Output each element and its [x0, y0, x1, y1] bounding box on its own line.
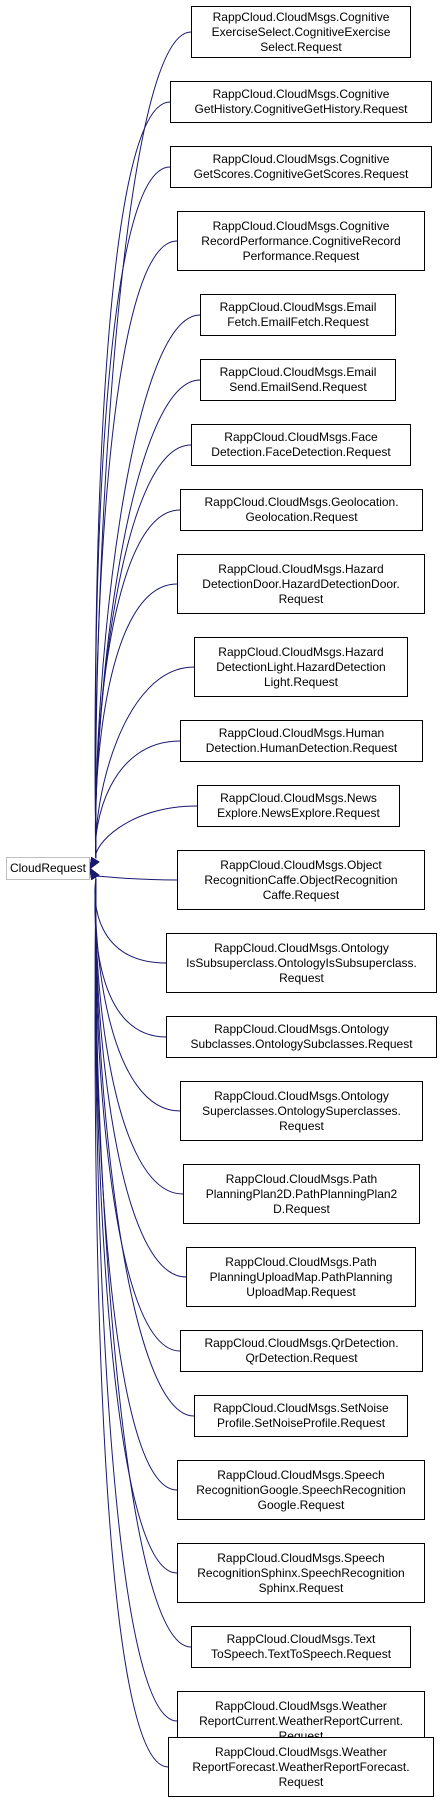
class-node-cognitive-get-scores-request[interactable]: RappCloud.CloudMsgs.Cognitive GetScores.… — [170, 146, 432, 188]
class-node-label: RappCloud.CloudMsgs.Hazard DetectionLigh… — [216, 644, 386, 689]
class-node-label: RappCloud.CloudMsgs.Cognitive GetScores.… — [193, 152, 409, 181]
inheritance-edge — [95, 878, 181, 1112]
class-node-label: RappCloud.CloudMsgs.SetNoise Profile.Set… — [213, 1401, 389, 1430]
inheritance-edge — [94, 878, 169, 1768]
inheritance-arrowhead — [89, 867, 100, 880]
inheritance-edge — [94, 878, 178, 1574]
class-node-label: RappCloud.CloudMsgs.Path PlanningPlan2D.… — [205, 1171, 398, 1216]
class-node-label: RappCloud.CloudMsgs.Cognitive RecordPerf… — [201, 218, 401, 263]
class-node-qr-detection-request[interactable]: RappCloud.CloudMsgs.QrDetection. QrDetec… — [180, 1330, 423, 1372]
inheritance-edge — [94, 509, 181, 859]
class-node-label: RappCloud.CloudMsgs.Cognitive ExerciseSe… — [211, 9, 391, 54]
inheritance-edge — [95, 878, 195, 1417]
class-node-ontology-subclasses-request[interactable]: RappCloud.CloudMsgs.Ontology Subclasses.… — [166, 1016, 437, 1058]
inheritance-edge — [94, 740, 181, 859]
class-node-label: RappCloud.CloudMsgs.Face Detection.FaceD… — [211, 430, 391, 459]
inheritance-edge — [94, 875, 178, 881]
class-node-label: RappCloud.CloudMsgs.Hazard DetectionDoor… — [202, 561, 400, 606]
class-node-label: RappCloud.CloudMsgs.Object RecognitionCa… — [204, 857, 398, 902]
class-node-cognitive-exercise-select-request[interactable]: RappCloud.CloudMsgs.Cognitive ExerciseSe… — [191, 6, 411, 58]
class-node-weather-report-forecast-request[interactable]: RappCloud.CloudMsgs.Weather ReportForeca… — [168, 1737, 434, 1797]
inheritance-edge — [94, 101, 171, 859]
class-node-object-recognition-caffe-request[interactable]: RappCloud.CloudMsgs.Object RecognitionCa… — [177, 850, 425, 910]
inheritance-edge — [94, 583, 178, 859]
class-node-email-send-request[interactable]: RappCloud.CloudMsgs.Email Send.EmailSend… — [200, 359, 396, 401]
class-node-label: RappCloud.CloudMsgs.News Explore.NewsExp… — [217, 791, 380, 820]
class-node-label: RappCloud.CloudMsgs.Cognitive GetHistory… — [194, 87, 408, 116]
inheritance-edge — [94, 240, 178, 859]
class-node-path-planning-upload-map-request[interactable]: RappCloud.CloudMsgs.Path PlanningUploadM… — [186, 1247, 416, 1307]
inheritance-edge — [95, 878, 192, 1648]
class-node-label: RappCloud.CloudMsgs.QrDetection. QrDetec… — [204, 1336, 399, 1365]
class-node-label: RappCloud.CloudMsgs.Human Detection.Huma… — [205, 726, 398, 755]
inheritance-edge — [95, 805, 198, 859]
inheritance-edge — [94, 878, 178, 1722]
inheritance-edge — [94, 878, 167, 964]
class-node-set-noise-profile-request[interactable]: RappCloud.CloudMsgs.SetNoise Profile.Set… — [194, 1395, 408, 1437]
class-node-text-to-speech-request[interactable]: RappCloud.CloudMsgs.Text ToSpeech.TextTo… — [191, 1626, 411, 1668]
class-node-label: RappCloud.CloudMsgs.Email Send.EmailSend… — [219, 365, 377, 394]
class-node-cognitive-record-performance-request[interactable]: RappCloud.CloudMsgs.Cognitive RecordPerf… — [177, 211, 425, 271]
class-node-ontology-is-subsuperclass-request[interactable]: RappCloud.CloudMsgs.Ontology IsSubsuperc… — [166, 933, 437, 993]
class-node-label: RappCloud.CloudMsgs.Ontology Superclasse… — [202, 1088, 401, 1133]
class-node-geolocation-request[interactable]: RappCloud.CloudMsgs.Geolocation. Geoloca… — [180, 489, 423, 531]
class-node-hazard-detection-door-request[interactable]: RappCloud.CloudMsgs.Hazard DetectionDoor… — [177, 554, 425, 614]
class-node-label: RappCloud.CloudMsgs.Email Fetch.EmailFet… — [219, 300, 377, 329]
inheritance-edge — [95, 379, 201, 859]
class-node-face-detection-request[interactable]: RappCloud.CloudMsgs.Face Detection.FaceD… — [191, 424, 411, 466]
class-node-ontology-superclasses-request[interactable]: RappCloud.CloudMsgs.Ontology Superclasse… — [180, 1081, 423, 1141]
class-node-human-detection-request[interactable]: RappCloud.CloudMsgs.Human Detection.Huma… — [180, 720, 423, 762]
class-node-label: RappCloud.CloudMsgs.Ontology IsSubsuperc… — [186, 940, 417, 985]
class-node-label: RappCloud.CloudMsgs.Path PlanningUploadM… — [209, 1254, 393, 1299]
class-node-news-explore-request[interactable]: RappCloud.CloudMsgs.News Explore.NewsExp… — [197, 785, 400, 827]
class-node-label: RappCloud.CloudMsgs.Speech RecognitionSp… — [197, 1550, 405, 1595]
class-node-speech-recognition-sphinx-request[interactable]: RappCloud.CloudMsgs.Speech RecognitionSp… — [177, 1543, 425, 1603]
class-node-cognitive-get-history-request[interactable]: RappCloud.CloudMsgs.Cognitive GetHistory… — [170, 81, 432, 123]
class-node-path-planning-plan2d-request[interactable]: RappCloud.CloudMsgs.Path PlanningPlan2D.… — [183, 1164, 420, 1224]
class-node-label: RappCloud.CloudMsgs.Ontology Subclasses.… — [190, 1022, 413, 1051]
inheritance-edge — [94, 878, 167, 1038]
class-node-label: RappCloud.CloudMsgs.Geolocation. Geoloca… — [204, 495, 399, 524]
class-node-label: RappCloud.CloudMsgs.Speech RecognitionGo… — [196, 1467, 406, 1512]
class-node-speech-recognition-google-request[interactable]: RappCloud.CloudMsgs.Speech RecognitionGo… — [177, 1460, 425, 1520]
root-node-label: CloudRequest — [9, 861, 87, 875]
inheritance-edge — [94, 166, 171, 859]
inheritance-arrowhead — [89, 857, 100, 870]
class-node-email-fetch-request[interactable]: RappCloud.CloudMsgs.Email Fetch.EmailFet… — [200, 294, 396, 336]
inheritance-edge — [95, 666, 195, 859]
class-node-label: RappCloud.CloudMsgs.Weather ReportForeca… — [192, 1744, 410, 1789]
inheritance-edge — [95, 444, 192, 859]
class-node-hazard-detection-light-request[interactable]: RappCloud.CloudMsgs.Hazard DetectionLigh… — [194, 637, 408, 697]
class-node-label: RappCloud.CloudMsgs.Text ToSpeech.TextTo… — [210, 1632, 392, 1661]
root-node-cloud-request[interactable]: CloudRequest — [6, 857, 90, 880]
